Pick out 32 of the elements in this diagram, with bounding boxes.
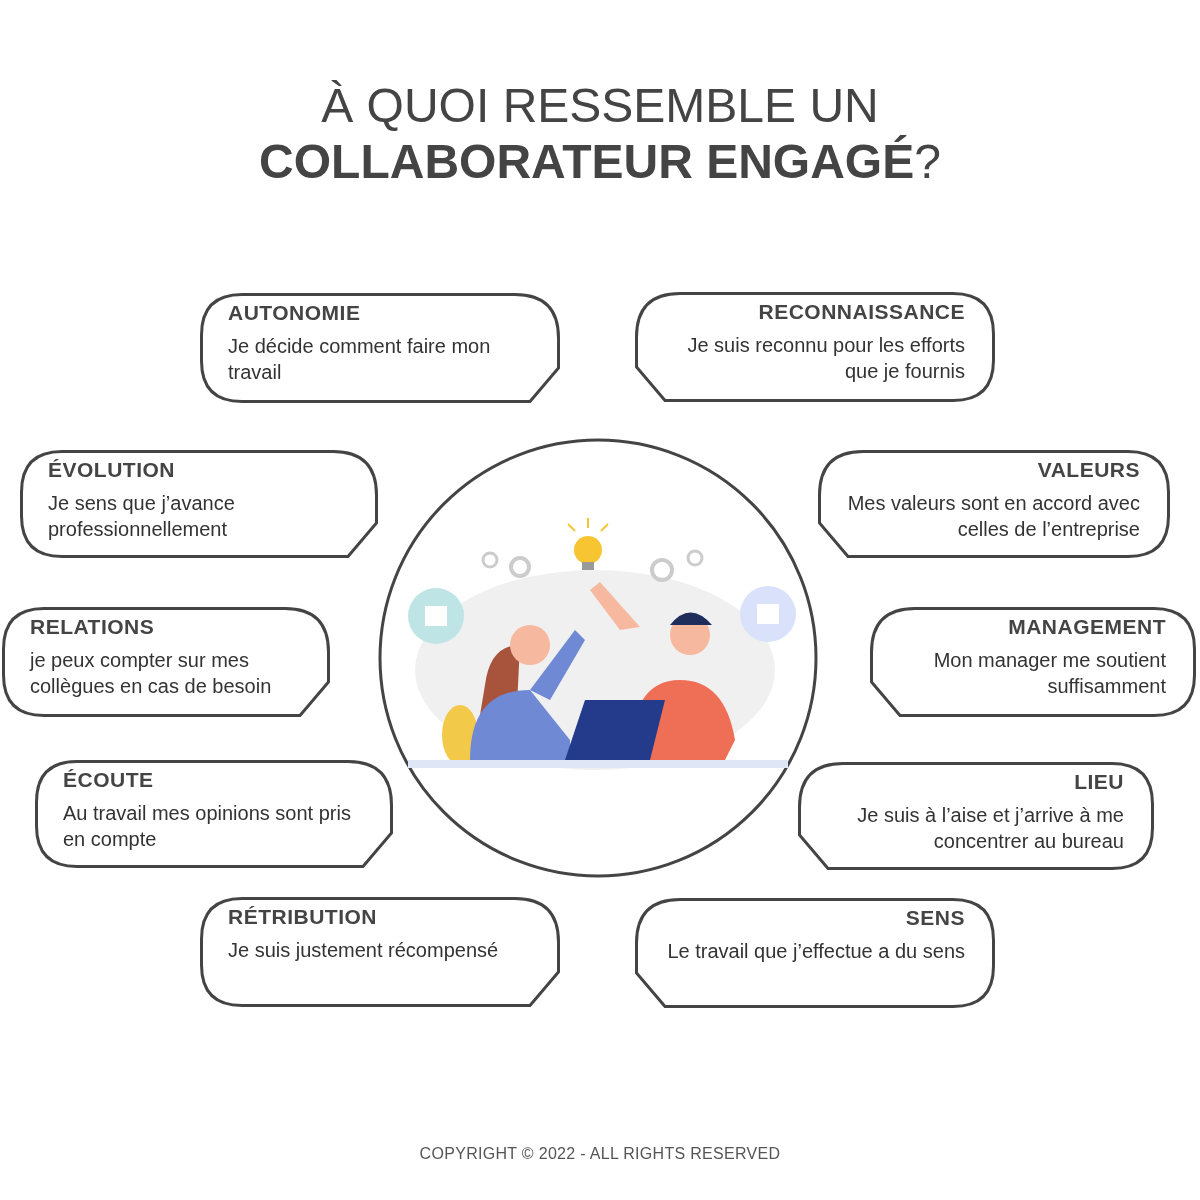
bubble-heading: ÉCOUTE (63, 768, 155, 792)
title: À QUOI RESSEMBLE UN COLLABORATEUR ENGAGÉ? (258, 78, 942, 190)
bubble-heading: AUTONOMIE (228, 301, 362, 325)
speech-bubble (870, 607, 1196, 717)
bubble-heading: RELATIONS (30, 615, 156, 639)
speech-bubble (20, 450, 378, 558)
bubble-heading: MANAGEMENT (1007, 615, 1166, 639)
bubble-text: Au travail mes opinions sont pris en compte (63, 801, 352, 852)
bubble-text: Je suis reconnu pour les efforts que je fournis (686, 333, 965, 384)
bubble-text: Je décide comment faire mon travail (228, 334, 492, 385)
speech-bubble (200, 897, 560, 1007)
copyright-note: COPYRIGHT © 2022 - ALL RIGHTS RESERVED (418, 1145, 782, 1163)
speech-bubble (635, 898, 995, 1008)
bubble-text: je peux compter sur mes collègues en cas de besoin (30, 648, 273, 699)
bubble-text: Le travail que j’effectue a du sens (666, 939, 965, 964)
bubble-text: Mon manager me soutient suffisamment (932, 648, 1166, 699)
bubble-heading: VALEURS (1036, 458, 1140, 482)
speech-bubble (818, 450, 1170, 558)
bubble-heading: RECONNAISSANCE (757, 300, 965, 324)
bubble-text: Mes valeurs sont en accord avec celles de l’entreprise (846, 491, 1140, 542)
speech-bubble (2, 607, 330, 717)
bubble-text: Je sens que j’avance professionnellement (48, 491, 236, 542)
speech-bubble (798, 762, 1154, 870)
bubble-heading: RÉTRIBUTION (228, 905, 378, 929)
bubble-heading: SENS (904, 906, 965, 930)
bubble-heading: ÉVOLUTION (48, 458, 176, 482)
speech-bubble (635, 292, 995, 402)
bubble-heading: LIEU (1073, 770, 1124, 794)
speech-bubble (35, 760, 393, 868)
speech-bubble (200, 293, 560, 403)
bubble-text: Je suis justement récompensé (228, 938, 500, 963)
bubble-text: Je suis à l’aise et j’arrive à me concentrer au bureau (856, 803, 1124, 854)
